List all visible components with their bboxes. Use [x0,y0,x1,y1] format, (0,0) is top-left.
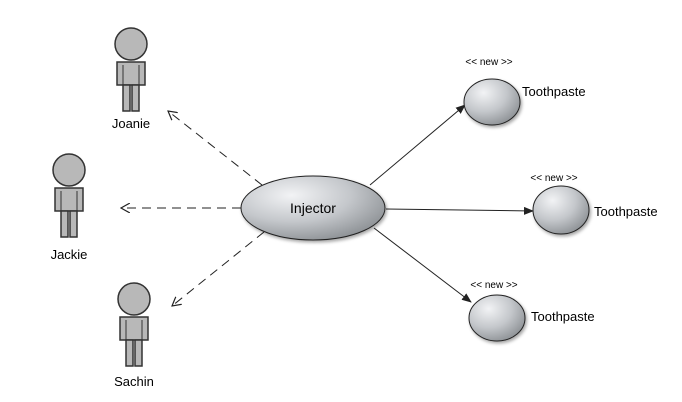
product-toothpaste-2[interactable]: << new >> Toothpaste [530,173,658,235]
actor-figure-icon [117,282,151,367]
edge-injector-to-toothpaste-1 [369,104,466,186]
stereotype-label: << new >> [465,57,512,68]
toothpaste-ellipse [532,185,590,235]
actor-sachin[interactable]: Sachin [114,282,154,389]
injector-label: Injector [290,200,336,216]
edge-injector-to-joanie [168,111,263,186]
toothpaste-ellipse [468,294,526,342]
stereotype-label: << new >> [530,173,577,184]
actor-jackie[interactable]: Jackie [51,153,88,262]
toothpaste-label: Toothpaste [531,309,595,324]
actor-figure-icon [114,27,148,112]
actor-name: Sachin [114,374,154,389]
product-toothpaste-1[interactable]: << new >> Toothpaste [463,57,586,126]
edge-injector-to-sachin [172,231,265,306]
actor-figure-icon [52,153,86,238]
toothpaste-label: Toothpaste [522,84,586,99]
injector-node[interactable]: Injector [240,175,386,241]
toothpaste-label: Toothpaste [594,204,658,219]
actor-joanie[interactable]: Joanie [112,27,150,131]
actor-name: Jackie [51,247,88,262]
product-toothpaste-3[interactable]: << new >> Toothpaste [468,280,595,342]
stereotype-label: << new >> [470,280,517,291]
actor-name: Joanie [112,116,150,131]
toothpaste-ellipse [463,78,521,126]
edge-injector-to-toothpaste-3 [373,227,472,303]
edge-injector-to-toothpaste-2 [385,206,534,215]
